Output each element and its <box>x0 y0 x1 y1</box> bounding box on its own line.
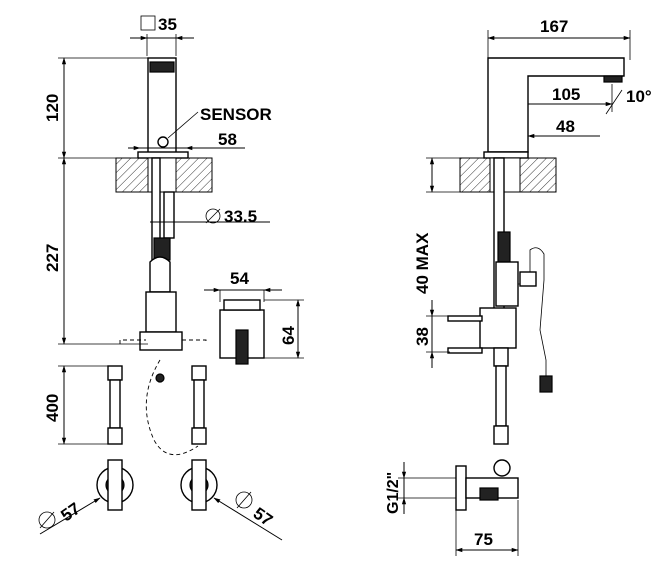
dim-400-label: 400 <box>43 394 62 422</box>
diameter-symbol-icon <box>205 208 221 224</box>
front-view: 35 120 SENSOR 58 <box>38 15 304 541</box>
dim-height-38: 38 <box>413 300 450 368</box>
dim-reach-105: 105 <box>528 84 623 115</box>
dim-thread-g12: G1/2" <box>385 462 456 514</box>
dim-48-label: 48 <box>556 117 575 136</box>
angle-valve-left <box>96 459 134 511</box>
sensor-label: SENSOR <box>200 105 272 124</box>
dim-diameter-57-left: 57 <box>38 497 101 535</box>
side-hose <box>495 365 507 427</box>
dim-square-35: 35 <box>130 15 194 56</box>
dim-max-40: 40 MAX <box>413 157 460 294</box>
dim-75-label: 75 <box>474 530 493 549</box>
hose-left <box>107 365 123 445</box>
dim-227-label: 227 <box>43 244 62 272</box>
side-base-plate <box>483 151 529 159</box>
connector-body <box>149 256 171 293</box>
dim-57-right-label: 57 <box>250 504 276 530</box>
angle-10-label: 10° <box>626 87 652 106</box>
spout-outlet <box>149 61 175 73</box>
cable-connector-icon <box>539 375 553 393</box>
diameter-symbol-icon <box>235 491 253 509</box>
side-solenoid <box>497 231 511 263</box>
valve-base <box>139 331 183 351</box>
side-view: 167 105 10° 48 <box>385 17 652 556</box>
dim-40max-label: 40 MAX <box>413 232 432 294</box>
hose-right <box>191 365 207 445</box>
dim-33-5-label: 33.5 <box>224 207 257 226</box>
sensor-window <box>157 136 169 148</box>
dim-width-75: 75 <box>455 500 519 556</box>
dim-hose-400: 400 <box>43 365 108 445</box>
mounting-screws <box>447 315 483 354</box>
dim-105-label: 105 <box>552 85 580 104</box>
dim-64-label: 64 <box>279 326 298 345</box>
dim-167-label: 167 <box>540 17 568 36</box>
dim-reach-167: 167 <box>487 17 631 60</box>
spout-side-body <box>487 57 625 153</box>
dim-120-label: 120 <box>43 94 62 122</box>
dim-g12-label: G1/2" <box>385 472 402 514</box>
control-box <box>219 299 265 365</box>
square-symbol-icon <box>140 15 156 31</box>
side-cable <box>518 247 547 376</box>
dim-height-227: 227 <box>43 157 148 345</box>
shank-right <box>163 191 175 239</box>
dim-38-label: 38 <box>413 327 432 346</box>
sensor-cable <box>145 359 199 455</box>
side-mount-block <box>479 307 517 349</box>
spout-tip <box>603 75 623 83</box>
dim-diameter-33-5: 33.5 <box>150 207 270 226</box>
dim-diameter-57-right: 57 <box>213 491 283 541</box>
diameter-symbol-icon <box>38 511 56 529</box>
base-plate <box>137 151 189 159</box>
dim-height-120: 120 <box>43 57 148 159</box>
dim-box-54: 54 <box>204 269 282 302</box>
angle-valve-right <box>180 459 218 511</box>
dim-54-label: 54 <box>230 269 249 288</box>
dim-box-64: 64 <box>264 299 304 359</box>
dim-width-58: 58 <box>128 130 245 151</box>
side-angle-valve <box>455 459 519 511</box>
dim-35-label: 35 <box>158 15 177 34</box>
dim-58-label: 58 <box>218 130 237 149</box>
side-valve-body <box>495 261 519 307</box>
dim-reach-48: 48 <box>527 117 600 139</box>
valve-housing <box>145 291 177 333</box>
